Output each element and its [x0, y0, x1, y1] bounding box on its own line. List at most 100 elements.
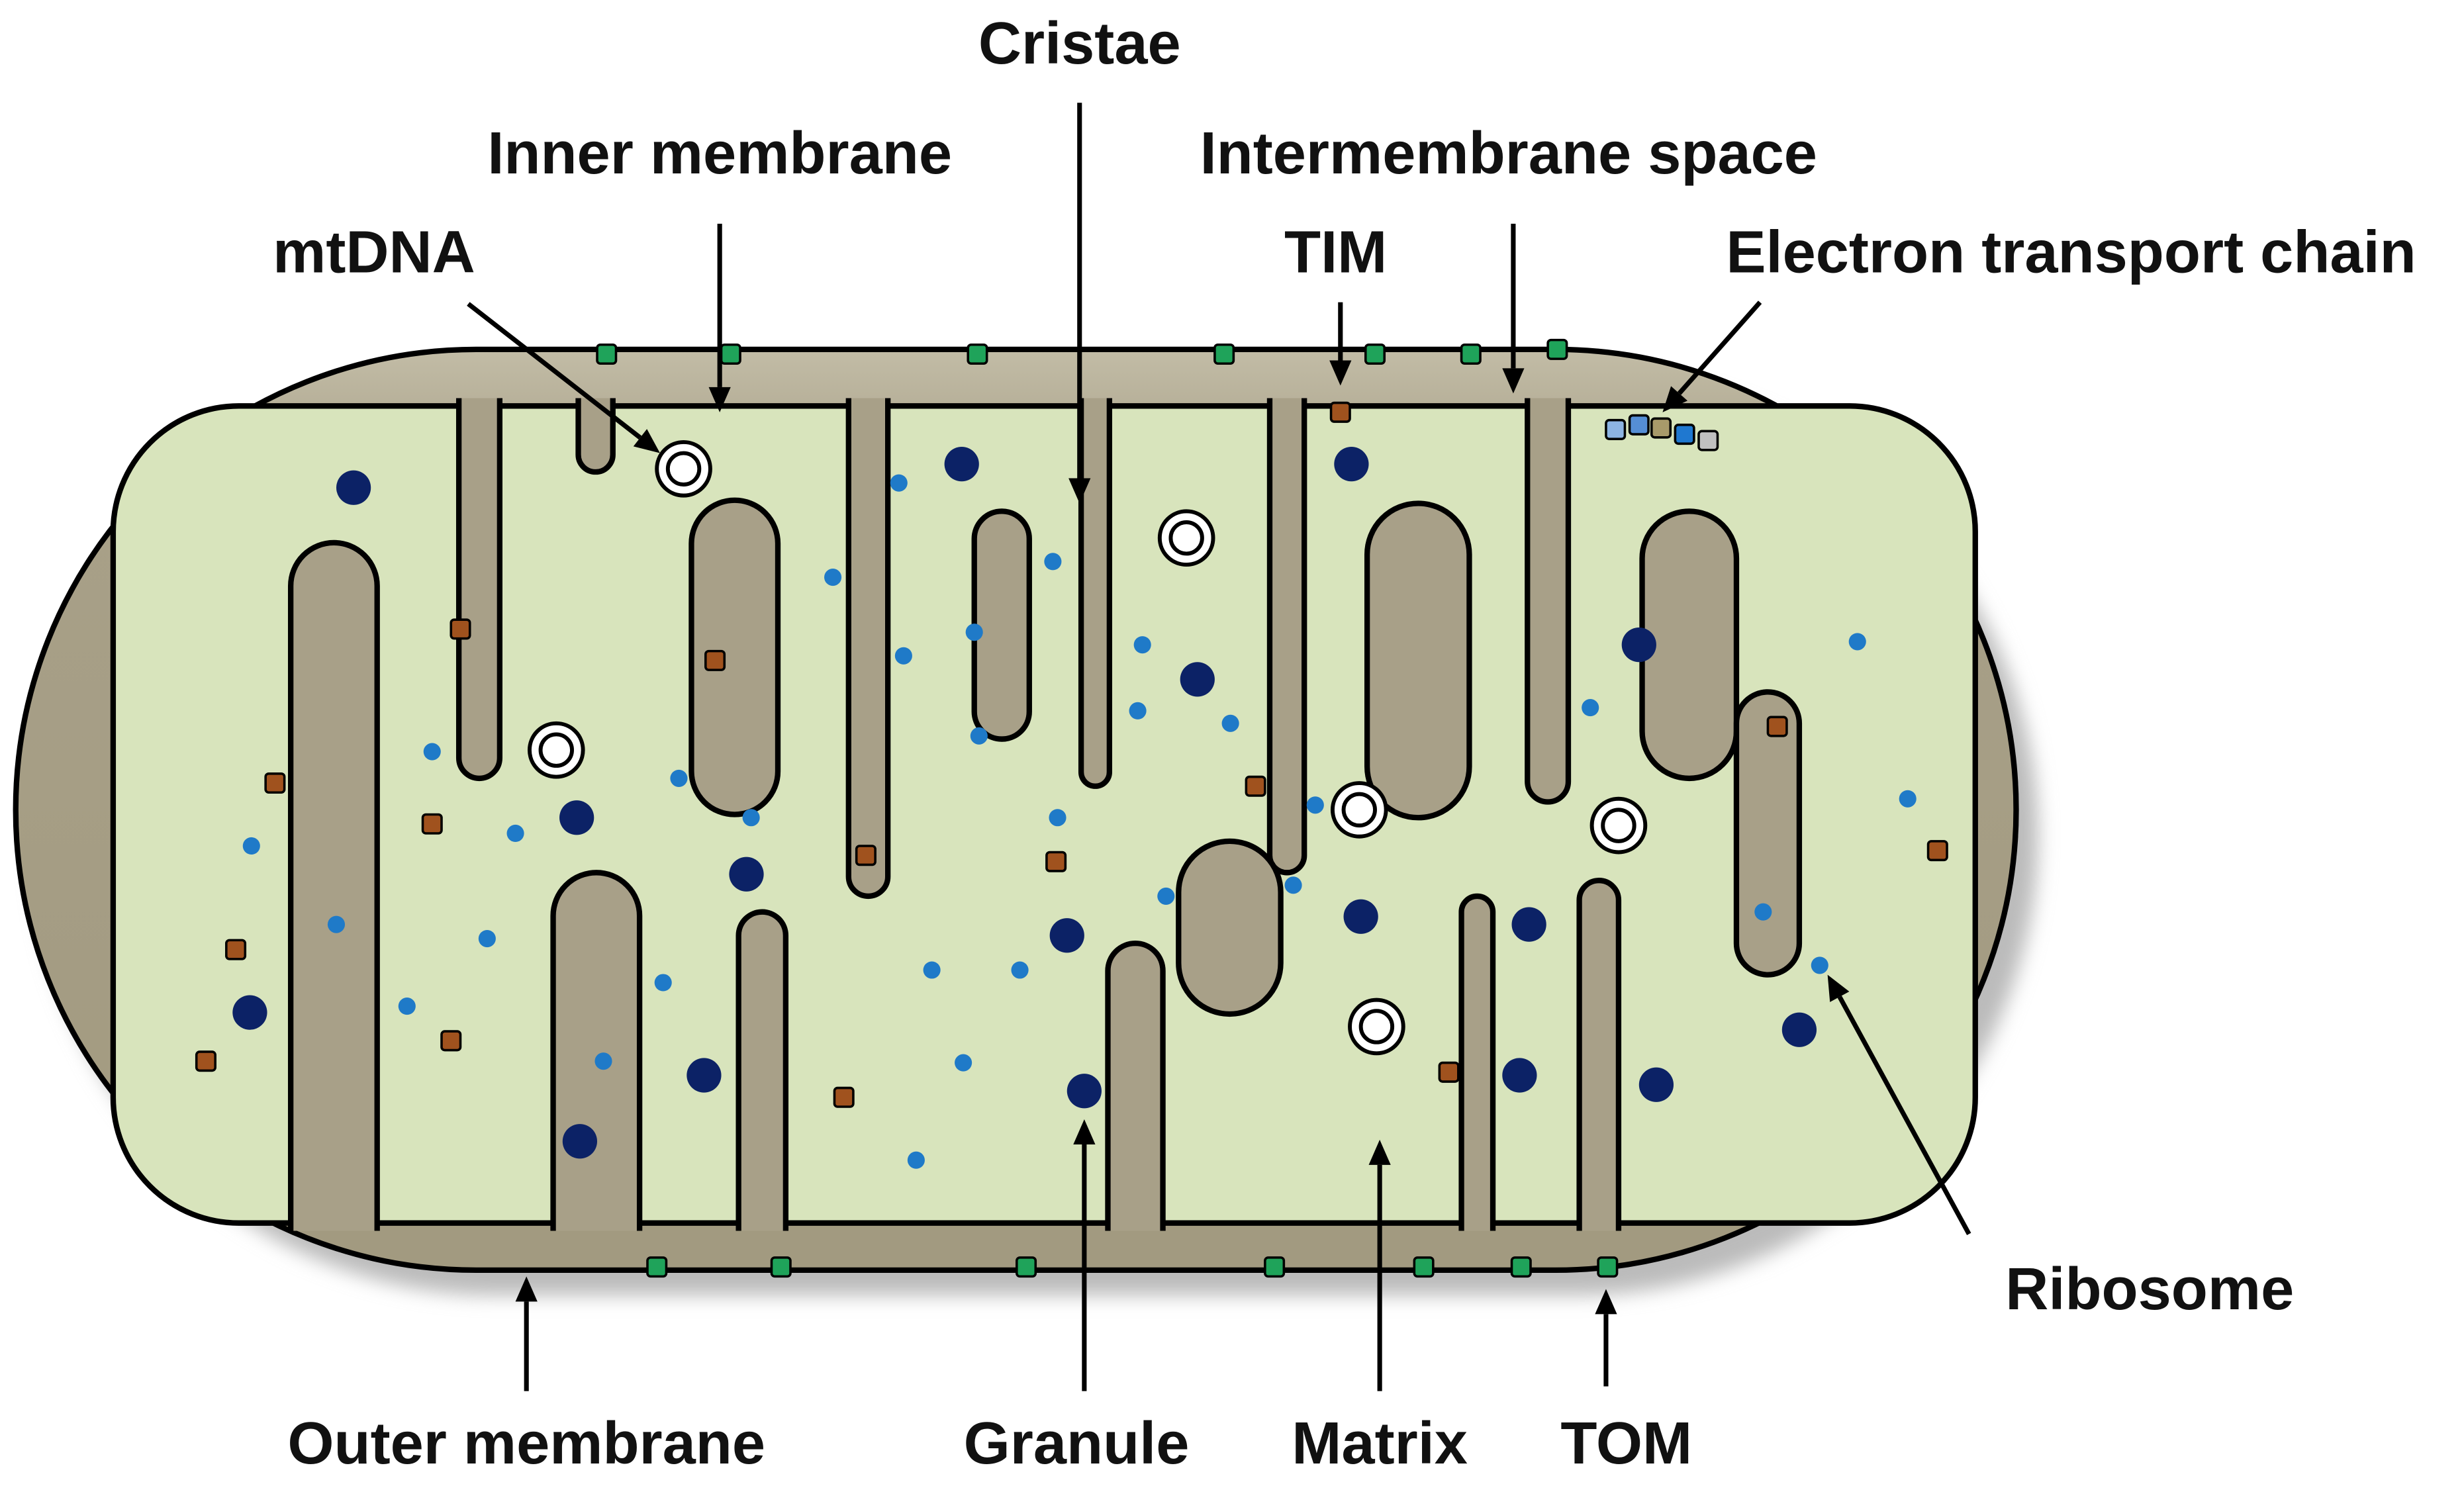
mtdna-ring-outer [1589, 796, 1648, 855]
granule [1343, 899, 1378, 934]
crista-fold [1364, 500, 1472, 821]
label-matrix: Matrix [1292, 1410, 1468, 1477]
tim-protein [440, 1030, 462, 1052]
ribosome [890, 474, 908, 492]
granule [1180, 662, 1215, 697]
tim-protein [704, 649, 726, 671]
arrow-head-icon [633, 429, 660, 453]
mtdna-ring-inner [1601, 808, 1636, 843]
particles-group [195, 338, 1948, 1278]
tim-protein [421, 813, 443, 835]
tim-protein [195, 1050, 216, 1072]
arrow-head-icon [515, 1276, 538, 1302]
ribosome [1133, 636, 1151, 654]
arrow-head-icon [708, 387, 731, 412]
ribosome [1582, 699, 1599, 717]
granule [232, 995, 267, 1030]
ribosome [1221, 714, 1239, 732]
ribosome [742, 809, 760, 827]
arrow-head-icon [1662, 386, 1688, 412]
crista-fold [1458, 893, 1496, 1231]
granule [944, 447, 979, 482]
cristae-group [287, 398, 1803, 1231]
granule [1066, 1074, 1102, 1109]
crista-fold [1078, 398, 1113, 789]
arrow-head-icon [1068, 478, 1091, 504]
crista-fold [550, 870, 643, 1231]
tom-protein [720, 343, 741, 365]
arrow-line [467, 302, 642, 440]
ribosome [398, 998, 416, 1015]
tom-protein [646, 1256, 668, 1278]
granule [1049, 918, 1084, 953]
arrow-head-icon [1329, 360, 1352, 386]
mtdna-ring-inner [1168, 520, 1204, 556]
ribosome [1848, 633, 1866, 651]
granule [687, 1058, 722, 1093]
mtdna-ring-inner [1358, 1009, 1395, 1045]
label-ribosome: Ribosome [2005, 1256, 2294, 1323]
mtdna-ring-outer [655, 440, 712, 498]
ribosome [1754, 903, 1772, 921]
ribosome [1011, 961, 1029, 979]
mtdna-ring-outer [1330, 781, 1388, 839]
granule [1638, 1067, 1674, 1102]
ribosome [594, 1052, 612, 1070]
etc-complex [1628, 414, 1650, 436]
tim-protein [264, 772, 286, 794]
granule [1511, 907, 1546, 942]
ribosome [923, 961, 941, 979]
tom-protein [596, 343, 618, 365]
ribosome [242, 837, 260, 855]
crista-fold [1733, 689, 1803, 978]
mtdna-ring-inner [538, 732, 575, 768]
tim-protein [1329, 401, 1351, 423]
tim-protein [225, 939, 247, 960]
etc-complex [1697, 430, 1719, 451]
tim-protein [1245, 775, 1266, 797]
ribosome [1284, 876, 1302, 894]
ribosome [955, 1054, 972, 1072]
arrow-line [1837, 996, 1971, 1235]
crista-fold [971, 508, 1032, 742]
crista-fold [1176, 838, 1284, 1017]
tom-protein [1264, 1256, 1286, 1278]
label-electron-transport-chain: Electron transport chain [1726, 219, 2416, 286]
tim-protein [855, 845, 877, 866]
ribosome [327, 915, 346, 933]
mtdna-ring-outer [1348, 998, 1405, 1056]
etc-complex [1650, 417, 1672, 439]
tom-protein [1016, 1256, 1037, 1278]
ribosome [907, 1151, 925, 1169]
granule [562, 1124, 598, 1159]
ribosome [1129, 702, 1147, 720]
mtdna-ring-outer [527, 721, 585, 779]
label-outer-membrane: Outer membrane [287, 1410, 765, 1477]
arrow-head-icon [1073, 1119, 1096, 1144]
crista-fold [1105, 941, 1166, 1231]
etc-complex [1674, 424, 1695, 445]
ribosome [654, 974, 672, 992]
ribosome [894, 647, 912, 665]
ribosome [423, 743, 441, 761]
arrow-head-icon [1502, 368, 1525, 394]
crista-fold [455, 398, 502, 781]
arrow-line [1677, 301, 1762, 395]
tom-protein [1510, 1256, 1532, 1278]
tim-protein [1926, 840, 1948, 862]
label-tom: TOM [1560, 1410, 1692, 1477]
crista-fold [575, 398, 616, 475]
granule [729, 857, 764, 892]
tom-protein [1213, 343, 1235, 365]
ribosome [1306, 796, 1324, 814]
etc-complex [1605, 418, 1627, 440]
arrow-head-icon [1595, 1289, 1617, 1315]
crista-fold [1576, 878, 1622, 1231]
label-cristae: Cristae [978, 10, 1181, 77]
ribosome [1044, 553, 1062, 571]
crista-fold [735, 909, 789, 1231]
tim-protein [1766, 716, 1788, 737]
tom-protein [1364, 343, 1386, 365]
ribosome [1811, 956, 1828, 974]
